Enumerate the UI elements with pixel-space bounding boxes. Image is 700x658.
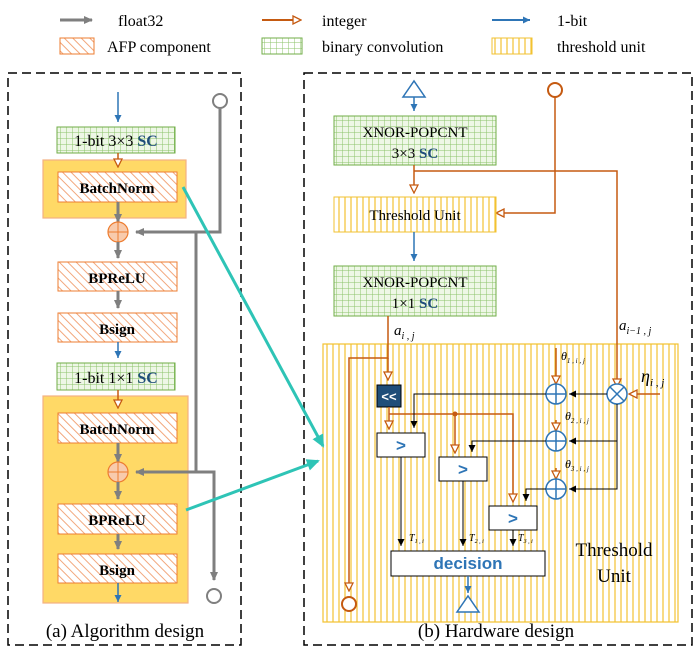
hw-xnor-1x1-line1: XNOR-POPCNT bbox=[362, 275, 467, 291]
alg-sc3-label: 1-bit 3×3 SC bbox=[74, 133, 158, 150]
algorithm-caption: (a) Algorithm design bbox=[46, 621, 205, 642]
hw-ai1j-wire bbox=[414, 170, 617, 386]
hw-theta2-label: θ2 , i , j bbox=[565, 409, 589, 425]
hw-t1-label: T1 , i bbox=[409, 533, 424, 545]
hw-tu-label-line2: Unit bbox=[597, 566, 632, 587]
alg-output-node bbox=[206, 588, 222, 604]
hw-aij-bypass-wire bbox=[349, 316, 389, 590]
hardware-caption: (b) Hardware design bbox=[418, 621, 575, 642]
legend-integer-label: integer bbox=[322, 13, 367, 30]
hw-input-triangle bbox=[401, 79, 427, 98]
hw-xnor-1x1-line2: 1×1 SC bbox=[392, 296, 438, 312]
hw-comparator-1 bbox=[376, 432, 426, 458]
algorithm-panel-border bbox=[7, 72, 242, 646]
alg-bsign-1 bbox=[57, 312, 178, 343]
alg-sc1-label: 1-bit 1×1 SC bbox=[74, 370, 158, 387]
hardware-panel: XNOR-POPCNT 3×3 SC Threshold Unit XNOR-P… bbox=[303, 72, 693, 646]
hw-integer-output-node bbox=[341, 596, 357, 612]
alg-sc1-box bbox=[56, 362, 176, 391]
hw-aij-label: ai , j bbox=[394, 323, 415, 342]
alg-input-node bbox=[212, 93, 228, 109]
hw-comparator-2-label: > bbox=[458, 460, 468, 479]
hw-xnor-3x3-line2: 3×3 SC bbox=[392, 146, 438, 162]
alg-batchnorm-1-label: BatchNorm bbox=[80, 181, 155, 197]
hw-integer-input-wire bbox=[497, 97, 556, 213]
hw-comparator-1-label: > bbox=[396, 436, 406, 455]
legend-1bit-label: 1-bit bbox=[557, 13, 588, 30]
hw-comparator-3-label: > bbox=[508, 509, 518, 528]
legend-threshold-label: threshold unit bbox=[557, 39, 646, 56]
alg-residual-1 bbox=[135, 109, 222, 236]
map-arrow-batchnorm bbox=[181, 186, 325, 448]
alg-bprelu-2 bbox=[57, 503, 178, 535]
legend-threshold-swatch bbox=[491, 37, 533, 55]
algorithm-panel: 1-bit 3×3 SC BatchNorm BPReLU Bsign 1-bi… bbox=[7, 72, 242, 646]
hw-decision-label: decision bbox=[434, 554, 503, 573]
hw-theta1-label: θ1 , i , j bbox=[561, 349, 585, 365]
alg-bprelu-1 bbox=[57, 261, 178, 292]
hw-threshold-unit-box-label: Threshold Unit bbox=[369, 208, 461, 224]
hw-tu-label-line1: Threshold bbox=[575, 540, 653, 561]
hardware-panel-border bbox=[303, 72, 693, 646]
hw-eta-label: ηi , j bbox=[641, 366, 664, 389]
legend: float32 integer 1-bit AFP component bina… bbox=[59, 13, 646, 56]
hw-threshold-unit-box bbox=[333, 196, 497, 233]
hw-xnor-3x3-line1: XNOR-POPCNT bbox=[362, 125, 467, 141]
map-arrow-bprelu bbox=[185, 459, 320, 512]
hw-theta3-label: θ3 , i , j bbox=[565, 457, 589, 473]
hw-ai1j-label: ai−1 , j bbox=[619, 318, 652, 337]
legend-float32-label: float32 bbox=[118, 13, 163, 30]
alg-residual-out bbox=[196, 470, 218, 581]
alg-bsign-2 bbox=[57, 553, 178, 584]
legend-afp-swatch bbox=[59, 37, 95, 55]
hw-xnor-1x1 bbox=[333, 265, 497, 317]
alg-bprelu-1-label: BPReLU bbox=[88, 271, 146, 287]
hw-integer-input-node bbox=[547, 82, 563, 98]
alg-bsign-1-label: Bsign bbox=[99, 322, 136, 338]
hw-t3-label: T3 , i bbox=[518, 533, 533, 545]
hw-decision-box bbox=[390, 550, 546, 577]
alg-bsign-2-label: Bsign bbox=[99, 563, 136, 579]
legend-binconv-swatch bbox=[261, 37, 303, 55]
legend-binconv-label: binary convolution bbox=[322, 39, 443, 56]
hw-comparator-3 bbox=[488, 505, 538, 531]
legend-afp-label: AFP component bbox=[107, 39, 211, 56]
alg-bprelu-2-label: BPReLU bbox=[88, 513, 146, 529]
alg-batchnorm-2-label: BatchNorm bbox=[80, 422, 155, 438]
hw-output-triangle bbox=[455, 594, 481, 613]
alg-sc3-box bbox=[56, 126, 176, 154]
alg-batchnorm-2 bbox=[57, 412, 178, 444]
hw-t2-label: T2 , i bbox=[469, 533, 484, 545]
hw-shift-label: << bbox=[381, 389, 397, 404]
alg-batchnorm-1 bbox=[57, 171, 178, 203]
hw-xnor-3x3 bbox=[333, 115, 497, 166]
